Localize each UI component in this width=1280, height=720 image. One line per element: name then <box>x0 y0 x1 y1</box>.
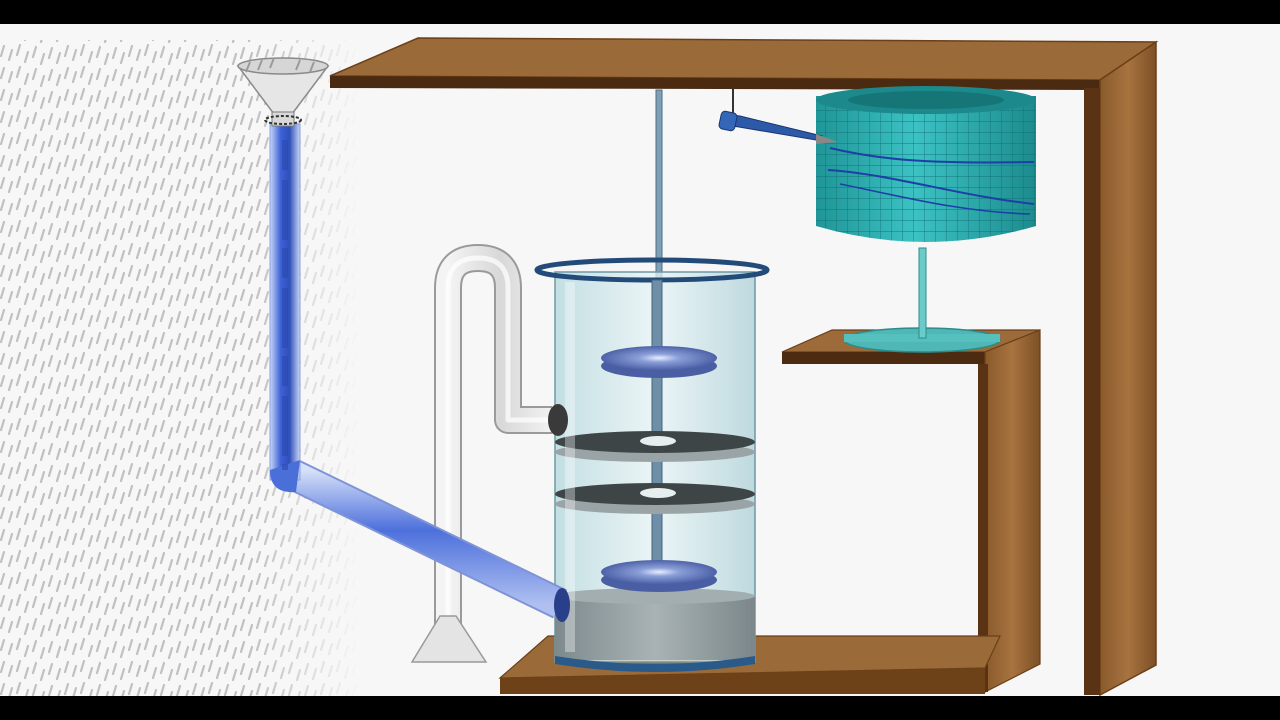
collection-cylinder <box>534 257 770 672</box>
recording-drum <box>816 86 1036 353</box>
rain <box>0 40 360 696</box>
recording-pen <box>718 88 838 144</box>
collecting-funnel <box>236 57 330 127</box>
siphon-tube <box>410 244 568 663</box>
inlet-pipe <box>269 123 570 622</box>
